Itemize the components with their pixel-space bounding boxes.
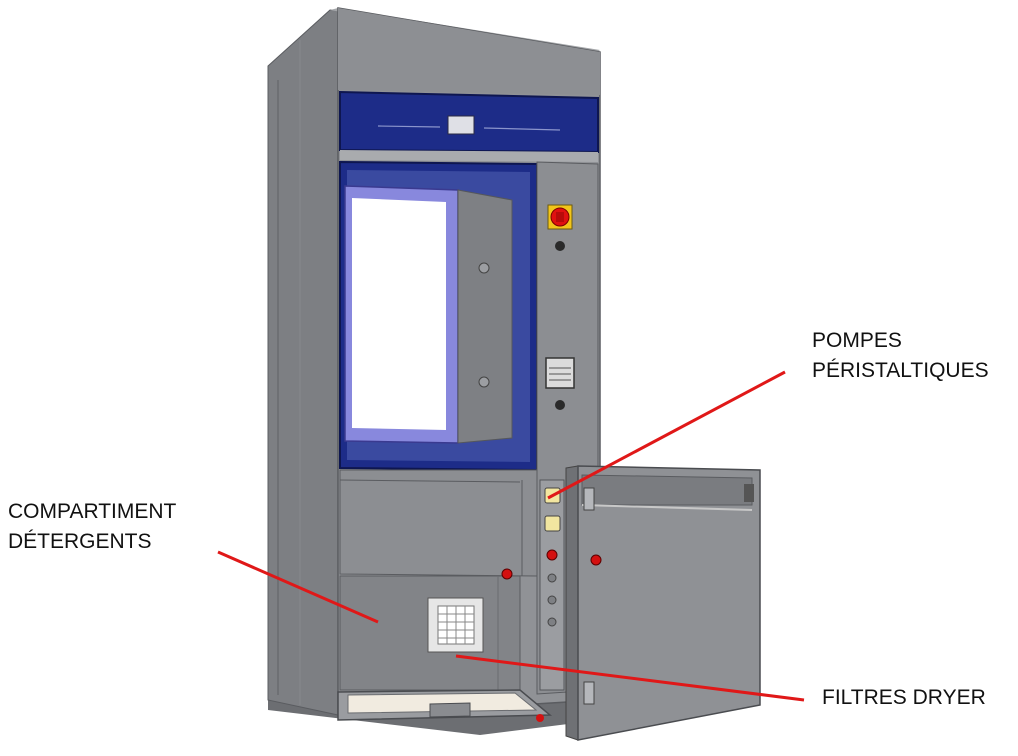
label-pompes-line-1: POMPES	[812, 329, 902, 352]
leader-filtres	[455, 654, 805, 702]
control-display	[447, 115, 475, 135]
open-door-edge	[565, 465, 579, 741]
printer	[545, 357, 575, 389]
label-filtres-line-1: FILTRES DRYER	[822, 686, 986, 709]
chamber-window-glass	[352, 198, 446, 430]
label-filtres-dryer: FILTRES DRYER	[822, 683, 986, 713]
label-compartiment-line-2: DÉTERGENTS	[8, 530, 152, 553]
peristaltic-pump-2	[544, 515, 561, 532]
chamber-inner-door	[457, 189, 513, 444]
door-latch	[590, 554, 602, 566]
lower-front-panel	[339, 469, 538, 577]
leader-compartiment	[217, 550, 379, 624]
label-compartiment-detergents: COMPARTIMENT DÉTERGENTS	[8, 497, 176, 557]
cabinet-header	[338, 8, 600, 95]
label-pompes-peristaltiques: POMPES PÉRISTALTIQUES	[812, 326, 989, 386]
pump-column	[539, 479, 565, 691]
leader-pompes	[547, 370, 786, 500]
label-pompes-line-2: PÉRISTALTIQUES	[812, 359, 989, 382]
open-door	[577, 465, 761, 741]
label-compartiment-line-1: COMPARTIMENT	[8, 500, 177, 523]
